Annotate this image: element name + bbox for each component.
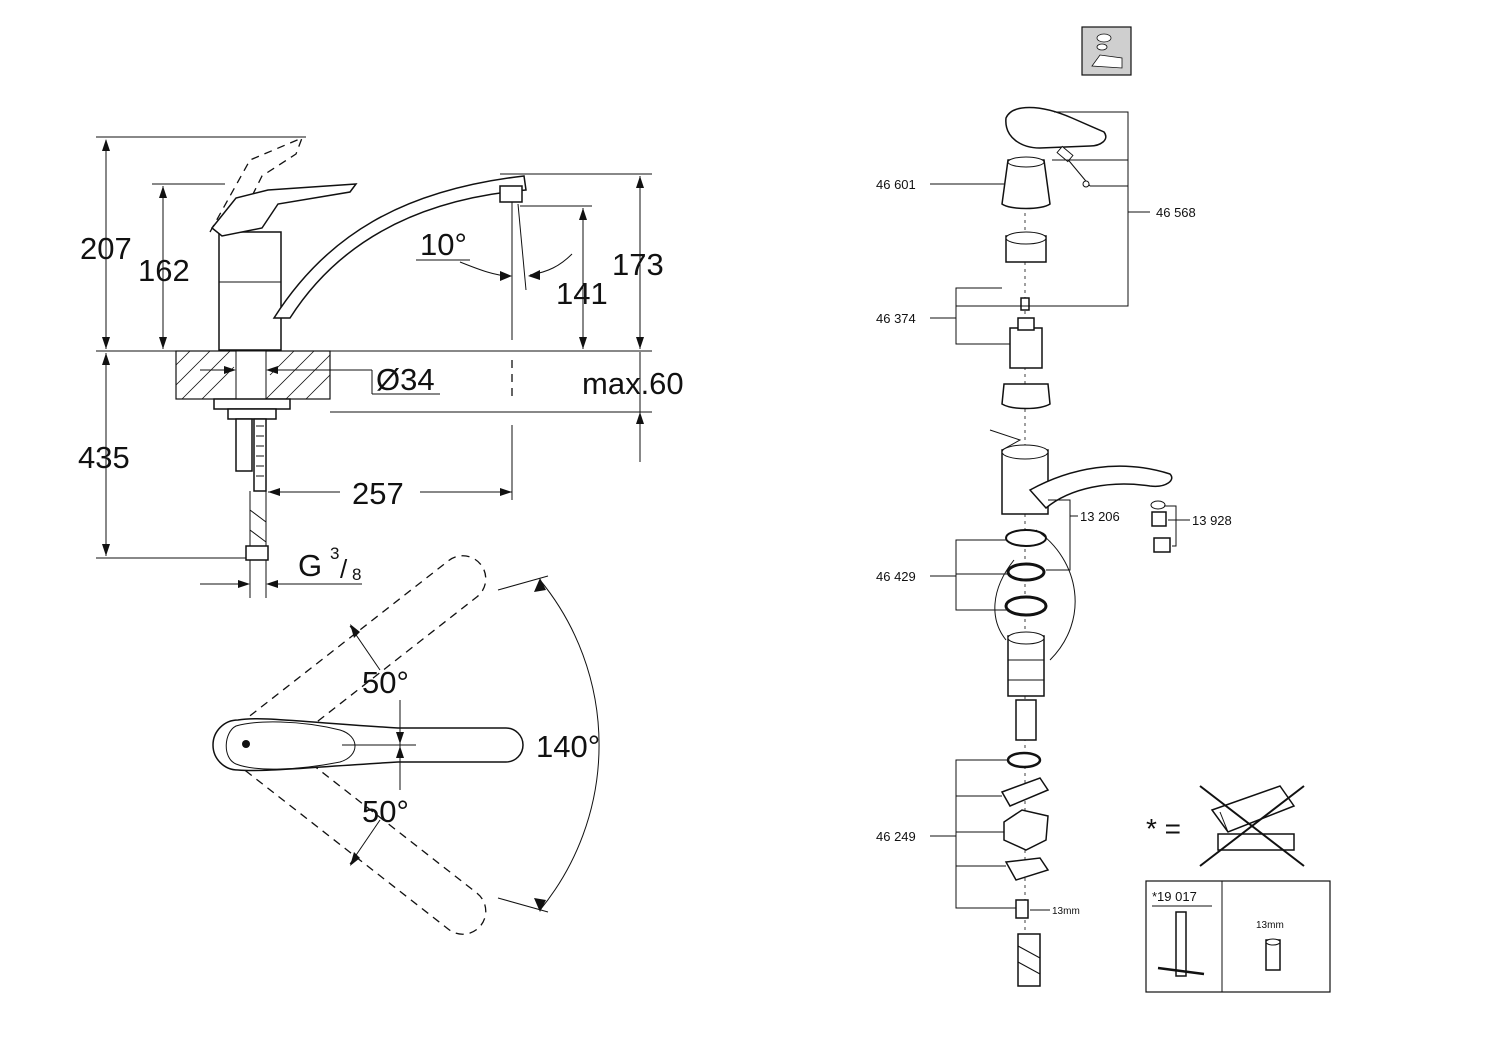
dim-diameter-34: Ø34 [376,362,435,397]
part-46568: 46 568 [1156,205,1196,220]
deck-section [175,350,331,400]
dim-connection-den: 8 [352,565,361,584]
t-wrench-icon [1175,911,1187,977]
side-elevation: 207 162 10° 141 173 Ø34 max.60 435 257 G… [78,136,684,598]
part-46429: 46 429 [876,569,916,584]
dim-swivel-right: 50° [362,794,409,829]
exploded-body [1001,449,1049,515]
dim-angle-10: 10° [420,227,467,262]
dim-207: 207 [80,231,132,266]
crossed-out-cleaner-icon: * = [1146,785,1305,867]
exploded-lever [1005,106,1107,149]
part-46249: 46 249 [876,829,916,844]
exploded-view: 46 601 46 568 46 374 13 206 13 928 46 42… [876,106,1232,990]
part-46601: 46 601 [876,177,916,192]
part-13928: 13 928 [1192,513,1232,528]
mixer-body [218,231,282,351]
wrench-size-label: 13mm [1052,906,1080,917]
exploded-spout [1028,465,1173,510]
dim-257: 257 [352,476,404,511]
dim-141: 141 [556,276,608,311]
dim-connection-num: 3 [330,544,339,563]
exploded-cap [1001,159,1051,210]
svg-text:/: / [340,554,348,584]
maintenance-icon [1081,26,1132,76]
lever [210,183,358,237]
tool-number: *19 017 [1152,889,1197,904]
top-view: 50° 50° 140° [212,555,600,935]
tool-box: *19 017 13mm [1145,880,1331,993]
dim-max-60: max.60 [582,366,684,401]
dim-connection-g: G [298,548,322,583]
cartridge [1009,327,1043,369]
tool-size: 13mm [1256,920,1284,931]
part-13206: 13 206 [1080,509,1120,524]
dim-435: 435 [78,440,130,475]
star-note: * = [1146,813,1181,844]
part-46374: 46 374 [876,311,916,326]
dim-173: 173 [612,247,664,282]
dim-162: 162 [138,253,190,288]
dim-swivel-left: 50° [362,665,409,700]
dim-swivel-total: 140° [536,729,600,764]
